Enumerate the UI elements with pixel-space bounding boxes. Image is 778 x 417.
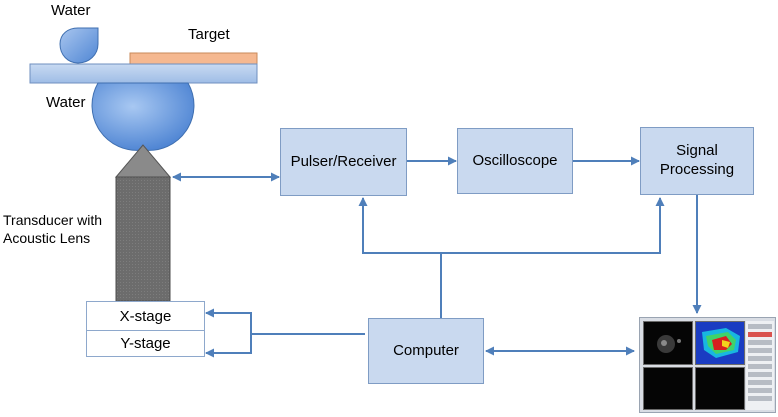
computer-to-y-stage	[205, 334, 252, 358]
target-strip	[129, 52, 258, 65]
pulser-receiver-box: Pulser/Receiver	[280, 128, 407, 196]
scan-pane-top-right	[695, 321, 745, 365]
computer-to-signal	[441, 197, 665, 254]
computer-control-lines	[358, 197, 442, 318]
acoustic-lens	[114, 144, 172, 178]
y-stage: Y-stage	[86, 330, 205, 357]
control-panel	[746, 321, 774, 410]
water-top-label: Water	[51, 2, 91, 19]
oscilloscope-box: Oscilloscope	[457, 128, 573, 194]
computer-to-stages	[205, 308, 365, 335]
sample-plate	[29, 63, 258, 84]
signal-processing-box: Signal Processing	[640, 127, 754, 195]
transducer-label: Transducer with Acoustic Lens	[3, 212, 103, 247]
computer-box: Computer	[368, 318, 484, 384]
target-label: Target	[188, 26, 230, 43]
water-bottom-label: Water	[46, 94, 86, 111]
software-screenshot	[639, 317, 776, 413]
water-coupling	[91, 82, 195, 151]
water-droplet	[59, 27, 99, 64]
scan-pane-bottom-left	[643, 367, 693, 410]
scan-pane-top-left	[643, 321, 693, 365]
scan-pane-bottom-right	[695, 367, 745, 410]
transducer-body	[115, 176, 171, 302]
x-stage: X-stage	[86, 301, 205, 331]
